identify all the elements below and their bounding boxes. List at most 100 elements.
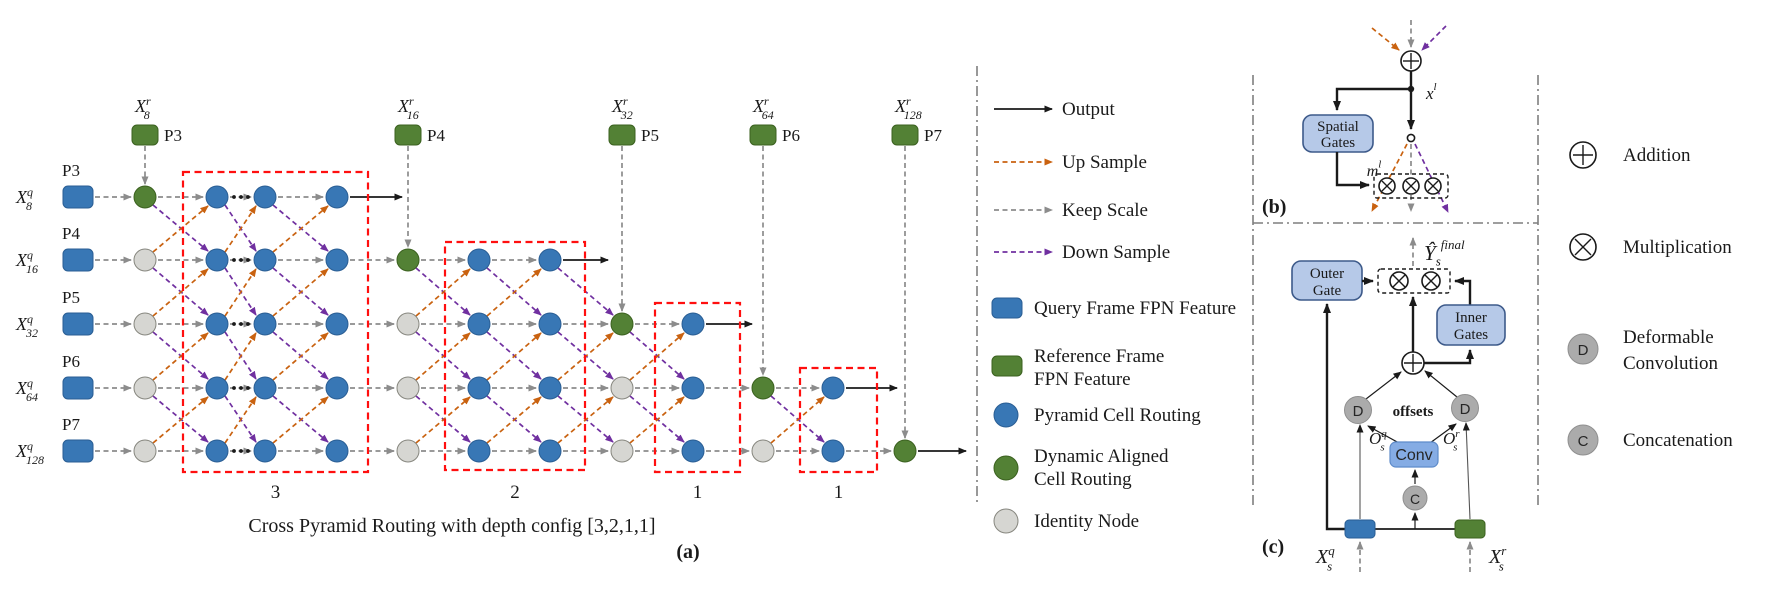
query-feature-square: [62, 439, 94, 463]
depth-box-label: 1: [693, 482, 703, 503]
up-sample-edge: [415, 396, 471, 444]
legend-item-identity-node: Identity Node: [993, 508, 1139, 534]
spatial-gates-label: Spatial: [1317, 119, 1359, 135]
up-sample-edge: [224, 332, 257, 381]
reference-feature-square: [891, 124, 919, 146]
up-sample-edge: [415, 268, 471, 317]
pyramid-cell-node: [325, 248, 349, 272]
ellipsis-dots: [239, 449, 243, 453]
legend-label: Concatenation: [1623, 430, 1733, 451]
legend-label: Query Frame FPN Feature: [1034, 298, 1236, 319]
legend-label: Up Sample: [1062, 152, 1147, 173]
pyramid-cell-node: [253, 185, 277, 209]
pyramid-cell-node: [253, 248, 277, 272]
p-level-label: P5: [641, 126, 659, 145]
pyramid-cell-node: [681, 439, 705, 463]
panel-a-label: (a): [676, 541, 699, 563]
query-feature-square-icon: [991, 297, 1023, 319]
outer-gate-label: Gate: [1313, 283, 1342, 299]
pyramid-cell-node: [253, 312, 277, 336]
multiplication-icon: [1421, 271, 1441, 291]
up-sample-edge: [152, 332, 209, 381]
ellipsis-dots: [232, 449, 236, 453]
ellipsis-dots: [239, 195, 243, 199]
multiplication-icon: [1378, 177, 1396, 195]
panel-b-label: (b): [1262, 196, 1286, 218]
legend-label: Multiplication: [1623, 237, 1732, 258]
addition-icon: [1401, 351, 1425, 375]
pyramid-cell-node: [821, 439, 845, 463]
concatenation-icon: [1567, 424, 1599, 456]
pyramid-cell-icon: [993, 402, 1019, 428]
query-feature-square: [62, 248, 94, 272]
spatial-gates-label: Gates: [1321, 135, 1355, 151]
query-feature-square: [1344, 519, 1376, 539]
depth-box: [443, 240, 587, 472]
identity-node: [133, 439, 157, 463]
panel-a-caption: Cross Pyramid Routing with depth config …: [248, 515, 655, 537]
up-sample-edge: [1371, 27, 1400, 51]
deformable-conv-icon: [1567, 333, 1599, 365]
up-sample-edge: [224, 205, 257, 253]
outer-gate-label: Outer: [1310, 266, 1344, 282]
up-sample-edge: [224, 268, 257, 317]
ellipsis-dots: [239, 386, 243, 390]
reference-feature-square: [749, 124, 777, 146]
inner-gates-to-multiply: [1454, 277, 1472, 305]
gated-multiply-box: [1377, 268, 1451, 294]
pyramid-cell-node: [467, 312, 491, 336]
pyramid-cell-node: [538, 376, 562, 400]
inner-gates-box: [1436, 304, 1506, 346]
up-sample-edge: [272, 332, 329, 381]
legend-label: Pyramid Cell Routing: [1034, 405, 1201, 426]
depth-box: [798, 366, 879, 474]
ellipsis-dots: [246, 258, 250, 262]
concatenation-glyph: C: [1410, 491, 1420, 507]
pyramid-cell-node: [205, 248, 229, 272]
sum-to-inner-gates: [1423, 349, 1474, 365]
concatenation-glyph: C: [1578, 433, 1589, 450]
identity-node: [610, 439, 634, 463]
up-sample-edge: [152, 396, 209, 444]
offsets-label: offsets: [1393, 404, 1434, 420]
p-level-label: P4: [62, 224, 80, 243]
p-level-label: P6: [782, 126, 800, 145]
up-sample-edge: [1371, 143, 1408, 212]
query-feature-square: [62, 185, 94, 209]
inner-gates-label: Gates: [1454, 327, 1488, 343]
legend-item-down-sample: Down Sample: [994, 242, 1170, 263]
panel-c-label: (c): [1262, 536, 1284, 558]
legend-item-pyramid-cell: Pyramid Cell Routing: [993, 402, 1201, 428]
depth-box: [181, 170, 370, 474]
to-spatial-gates: [1333, 87, 1411, 111]
legend-item-concatenation: C Concatenation: [1567, 424, 1733, 456]
ellipsis-dots: [246, 449, 250, 453]
pyramid-cell-node: [325, 312, 349, 336]
legend-label: Reference Frame: [1034, 346, 1164, 367]
x-l-label: xl: [1425, 81, 1437, 103]
up-sample-edge: [224, 396, 257, 444]
p-level-label: P4: [427, 126, 445, 145]
query-to-outer-gate: [1323, 303, 1346, 531]
deformable-conv-icon: [1344, 396, 1372, 424]
depth-box-label: 2: [510, 482, 520, 503]
pyramid-cell-node: [467, 376, 491, 400]
identity-node: [751, 439, 775, 463]
identity-node: [133, 376, 157, 400]
pyramid-cell-node: [205, 312, 229, 336]
pyramid-cell-node: [681, 376, 705, 400]
multiplication-icon: [1389, 271, 1409, 291]
legend-label: Cell Routing: [1034, 469, 1132, 490]
panel-c-gated-alignment: Ŷsfinal Outer Gate Inner Gates D: [1262, 237, 1507, 574]
ellipsis-dots: [246, 195, 250, 199]
depth-box-label: 1: [834, 482, 844, 503]
